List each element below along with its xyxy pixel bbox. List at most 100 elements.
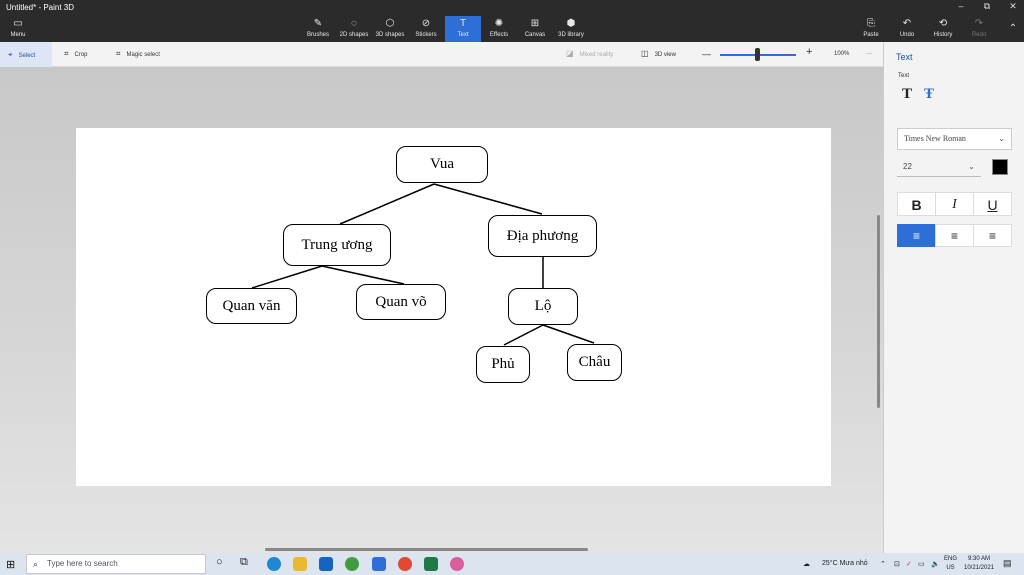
weather-status[interactable]: 25°C Mưa nhỏ: [822, 560, 868, 567]
zoom-value[interactable]: 100%: [834, 51, 850, 57]
underline-button[interactable]: U: [973, 192, 1012, 216]
tray-expand-icon[interactable]: ⌃: [880, 561, 886, 568]
history-button[interactable]: ⟲ History: [925, 16, 961, 42]
drawing-canvas[interactable]: Vua Trung ương Địa phương Quan văn Quan …: [76, 128, 831, 486]
effects-icon: ✺: [494, 18, 504, 29]
horizontal-scrollbar[interactable]: [265, 548, 588, 551]
search-icon: ⌕: [33, 559, 39, 569]
line-root-local: [433, 183, 543, 215]
edge-icon[interactable]: [267, 557, 281, 571]
more-options-button[interactable]: ···: [866, 51, 872, 57]
cortana-icon[interactable]: ○: [216, 556, 223, 568]
node-military[interactable]: Quan võ: [356, 284, 446, 320]
selection-toolbar: ⌖Select ⌗Crop ⌗Magic select ◪Mixed reali…: [0, 42, 883, 67]
line-central-military: [321, 265, 405, 285]
view-3d-button[interactable]: ◫3D view: [641, 49, 676, 58]
line-lo-phu: [503, 324, 544, 346]
language-indicator[interactable]: ENG US: [944, 556, 958, 571]
clock[interactable]: 9:30 AM 10/21/2021: [964, 556, 995, 571]
chevron-down-icon: ⌄: [998, 134, 1005, 143]
zalo-icon[interactable]: [372, 557, 386, 571]
network-icon[interactable]: ⊡: [894, 561, 900, 568]
windows-start-icon[interactable]: ⊞: [6, 559, 16, 571]
minimize-button[interactable]: –: [958, 1, 964, 11]
line-root-central: [339, 183, 435, 225]
tool-canvas[interactable]: ⊞ Canvas: [517, 16, 553, 42]
canvas-icon: ⊞: [530, 18, 540, 29]
volume-icon[interactable]: 🔈: [931, 561, 940, 568]
bold-button[interactable]: B: [897, 192, 936, 216]
paste-button[interactable]: ⎘ Paste: [853, 16, 889, 42]
zoom-out-button[interactable]: —: [702, 49, 711, 59]
sticker-icon: ⊘: [421, 18, 431, 29]
taskbar-search-input[interactable]: ⌕ Type here to search: [26, 554, 206, 574]
align-left-button[interactable]: ≡: [897, 224, 936, 247]
font-family-select[interactable]: Times New Roman ⌄: [897, 128, 1012, 150]
redo-button[interactable]: ↷ Redo: [961, 16, 997, 42]
tool-brushes[interactable]: ✎ Brushes: [300, 16, 336, 42]
italic-button[interactable]: I: [935, 192, 974, 216]
undo-button[interactable]: ↶ Undo: [889, 16, 925, 42]
ribbon: Untitled* - Paint 3D – ⧉ ✕ ▭ Menu ✎ Brus…: [0, 0, 1024, 42]
node-central[interactable]: Trung ương: [283, 224, 391, 266]
3d-text-mode-icon[interactable]: Ŧ: [924, 86, 935, 102]
security-icon[interactable]: ✓: [906, 561, 912, 568]
notifications-icon[interactable]: ▤: [1003, 558, 1012, 568]
undo-icon: ↶: [902, 18, 912, 29]
tool-stickers[interactable]: ⊘ Stickers: [408, 16, 444, 42]
shapes-3d-icon: ⬡: [385, 18, 395, 29]
tool-effects[interactable]: ✺ Effects: [481, 16, 517, 42]
tool-text[interactable]: T Text: [445, 16, 481, 42]
select-button[interactable]: ⌖Select: [0, 42, 52, 67]
task-view-icon[interactable]: ⧉: [240, 556, 248, 568]
file-explorer-icon[interactable]: [293, 557, 307, 571]
cursor-icon: ⌖: [8, 50, 13, 59]
text-color-swatch[interactable]: [992, 159, 1008, 175]
panel-section-label: Text: [898, 73, 910, 79]
line-lo-chau: [542, 324, 595, 344]
node-civil[interactable]: Quan văn: [206, 288, 297, 324]
mixed-reality-icon: ◪: [566, 49, 574, 58]
magic-select-icon: ⌗: [116, 49, 121, 58]
view-3d-icon: ◫: [641, 49, 649, 58]
redo-icon: ↷: [974, 18, 984, 29]
weather-icon[interactable]: ☁: [803, 561, 810, 568]
taskbar: ⊞ ⌕ Type here to search ○ ⧉ ☁ 25°C Mưa n…: [0, 553, 1024, 575]
menu-button[interactable]: ▭ Menu: [0, 16, 36, 42]
tool-3d-library[interactable]: ⬢ 3D library: [553, 16, 589, 42]
menu-icon: ▭: [13, 18, 23, 29]
node-local[interactable]: Địa phương: [488, 215, 597, 257]
paste-icon: ⎘: [867, 18, 875, 29]
tool-3d-shapes[interactable]: ⬡ 3D shapes: [372, 16, 408, 42]
excel-icon[interactable]: [424, 557, 438, 571]
text-icon: T: [459, 18, 467, 29]
node-phu[interactable]: Phủ: [476, 346, 530, 383]
tool-2d-shapes[interactable]: ◌ 2D shapes: [336, 16, 372, 42]
restore-button[interactable]: ⧉: [983, 1, 991, 11]
node-lo[interactable]: Lộ: [508, 288, 578, 325]
line-central-civil: [251, 265, 323, 289]
paint3d-icon[interactable]: [450, 557, 464, 571]
history-icon: ⟲: [938, 18, 948, 29]
crop-button[interactable]: ⌗Crop: [64, 49, 88, 58]
plain-text-mode-icon[interactable]: T: [902, 86, 913, 102]
collapse-ribbon-icon[interactable]: ⌃: [1008, 23, 1018, 34]
mail-icon[interactable]: [319, 557, 333, 571]
close-button[interactable]: ✕: [1009, 1, 1017, 11]
magic-select-button[interactable]: ⌗Magic select: [116, 49, 160, 58]
chrome-alt-icon[interactable]: [398, 557, 412, 571]
zoom-in-button[interactable]: +: [806, 46, 813, 58]
window-title: Untitled* - Paint 3D: [6, 3, 75, 12]
battery-icon[interactable]: ▭: [918, 561, 925, 568]
library-icon: ⬢: [566, 18, 576, 29]
node-chau[interactable]: Châu: [567, 344, 622, 381]
vertical-scrollbar[interactable]: [877, 215, 880, 408]
chrome-icon[interactable]: [345, 557, 359, 571]
node-root[interactable]: Vua: [396, 146, 488, 183]
zoom-slider-thumb[interactable]: [755, 48, 760, 61]
font-size-select[interactable]: 22 ⌄: [897, 157, 981, 177]
align-right-button[interactable]: ≡: [973, 224, 1012, 247]
align-center-button[interactable]: ≡: [935, 224, 974, 247]
chevron-down-icon: ⌄: [968, 162, 975, 171]
mixed-reality-button[interactable]: ◪Mixed reality: [566, 49, 614, 58]
